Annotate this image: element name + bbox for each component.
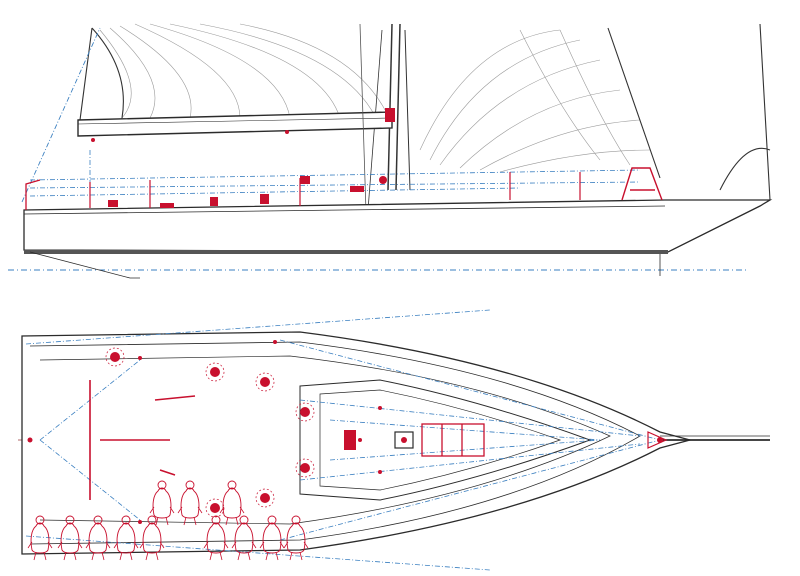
bow-pulpit [25,179,41,210]
forward-hatch [421,423,485,457]
winch-icon [300,176,310,184]
gooseneck [385,108,395,122]
hatch [394,431,414,449]
bow-fitting [647,431,668,449]
hull-side [23,199,773,279]
stern-sail-outline [607,23,771,201]
plan-sheet-lines [25,309,661,571]
boom [77,111,393,137]
cabin-top [299,379,592,501]
pad-eye-icon [27,340,663,524]
keel-fairing [29,251,140,279]
winch-icon [260,194,269,204]
shroud [359,23,367,213]
deck-fittings [91,108,395,208]
stern-pulpit [621,167,663,201]
genoa-rigging-fan [419,29,651,173]
sheet-lines [29,150,641,210]
boot-stripe [24,250,668,254]
jib-rigging-fan [99,23,386,121]
winch-icon [108,200,118,207]
deck-plan-view [18,309,770,571]
winch-icon [210,197,218,206]
mast-step [344,430,414,450]
headsail-outline [79,27,124,121]
mainsheet-traveller [89,380,196,500]
side-elevation-view [8,23,773,279]
forestay [21,27,101,203]
